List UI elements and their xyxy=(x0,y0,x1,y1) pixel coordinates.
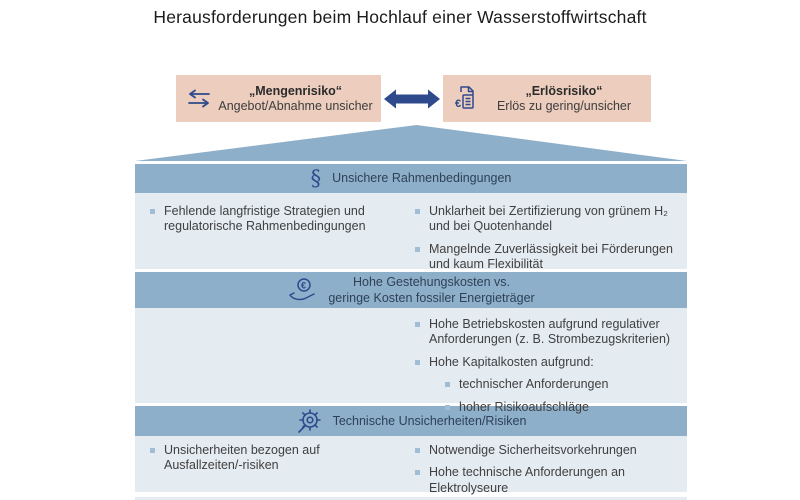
erloesrisiko-title: „Erlösrisiko“ xyxy=(525,83,603,98)
erloesrisiko-subtitle: Erlös zu gering/unsicher xyxy=(496,98,632,113)
list-item: Unsicherheiten bezogen auf Ausfallzeiten… xyxy=(150,443,400,474)
bullet-column-left: Unsicherheiten bezogen auf Ausfallzeiten… xyxy=(135,443,400,492)
list-item: Notwendige Sicherheitsvorkehrungen xyxy=(415,443,687,458)
bullet-marker xyxy=(415,322,420,327)
bullet-column-right: Hohe Betriebskosten aufgrund regulativer… xyxy=(400,317,687,414)
paragraph-icon: § xyxy=(310,166,322,190)
list-item: hoher Risikoaufschläge xyxy=(445,400,687,415)
list-item: Mangelnde Zuverlässigkeit bei Förderunge… xyxy=(415,242,687,273)
bullet-marker xyxy=(415,209,420,214)
erloesrisiko-box: € „Erlösrisiko“ Erlös zu gering/unsicher xyxy=(443,75,651,122)
section-technische-risiken: Technische Unsicherheiten/Risiken Unsich… xyxy=(135,406,687,495)
mengenrisiko-text: „Mengenrisiko“ Angebot/Abnahme unsicher xyxy=(216,84,375,114)
list-item: Hohe technische Anforderungen an Elektro… xyxy=(415,465,687,496)
svg-text:€: € xyxy=(301,281,306,291)
section-title: Hohe Gestehungskosten vs. geringe Kosten… xyxy=(328,274,535,305)
list-item: Hohe Betriebskosten aufgrund regulativer… xyxy=(415,317,687,348)
mengenrisiko-title: „Mengenrisiko“ xyxy=(248,83,343,98)
hand-euro-coin-icon: € xyxy=(287,277,317,303)
double-headed-arrow-icon xyxy=(382,86,442,112)
bullet-marker xyxy=(445,405,450,410)
section-title: Technische Unsicherheiten/Risiken xyxy=(332,413,527,428)
section-gestehungskosten-body: Hohe Betriebskosten aufgrund regulativer… xyxy=(135,308,687,414)
cropped-next-block xyxy=(135,497,687,500)
section-gestehungskosten: € Hohe Gestehungskosten vs. geringe Kost… xyxy=(135,272,687,414)
bullet-column-left: Fehlende langfristige Strategien und reg… xyxy=(135,204,400,269)
gear-wrench-icon xyxy=(296,408,322,434)
list-item: technischer Anforderungen xyxy=(445,377,687,392)
risk-boxes-row: „Mengenrisiko“ Angebot/Abnahme unsicher xyxy=(135,75,687,122)
invoice-euro-calculator-icon: € xyxy=(453,85,479,112)
bullet-marker xyxy=(415,470,420,476)
page-title: Herausforderungen beim Hochlauf einer Wa… xyxy=(153,7,647,27)
section-title: Unsichere Rahmenbedingungen xyxy=(332,171,512,186)
funnel-triangle xyxy=(135,125,687,161)
mengenrisiko-box: „Mengenrisiko“ Angebot/Abnahme unsicher xyxy=(176,75,381,122)
bullet-marker xyxy=(150,209,155,214)
bullet-marker xyxy=(415,359,420,365)
bullet-column-right: Notwendige Sicherheitsvorkehrungen Hohe … xyxy=(400,443,687,495)
section-gestehungskosten-header: € Hohe Gestehungskosten vs. geringe Kost… xyxy=(135,272,687,308)
list-item: Fehlende langfristige Strategien und reg… xyxy=(150,204,400,235)
bullet-column-left xyxy=(135,317,400,403)
diagram-content: „Mengenrisiko“ Angebot/Abnahme unsicher xyxy=(135,64,687,500)
list-item: Unklarheit bei Zertifizierung von grünem… xyxy=(415,204,687,235)
bullet-column-right: Unklarheit bei Zertifizierung von grünem… xyxy=(400,204,687,271)
bullet-marker xyxy=(150,448,155,453)
swap-arrows-icon xyxy=(186,89,212,109)
mengenrisiko-subtitle: Angebot/Abnahme unsicher xyxy=(218,98,373,113)
section-rahmenbedingungen-body: Fehlende langfristige Strategien und reg… xyxy=(135,193,687,271)
section-technische-risiken-body: Unsicherheiten bezogen auf Ausfallzeiten… xyxy=(135,436,687,495)
list-item: Hohe Kapitalkosten aufgrund: xyxy=(415,355,687,370)
erloesrisiko-text: „Erlösrisiko“ Erlös zu gering/unsicher xyxy=(483,84,645,114)
section-rahmenbedingungen: § Unsichere Rahmenbedingungen Fehlende l… xyxy=(135,164,687,271)
section-rahmenbedingungen-header: § Unsichere Rahmenbedingungen xyxy=(135,164,687,193)
bullet-marker xyxy=(415,246,420,252)
bullet-marker xyxy=(445,381,450,387)
svg-text:€: € xyxy=(455,98,461,110)
section-technische-risiken-header: Technische Unsicherheiten/Risiken xyxy=(135,406,687,436)
bullet-marker xyxy=(415,448,420,453)
